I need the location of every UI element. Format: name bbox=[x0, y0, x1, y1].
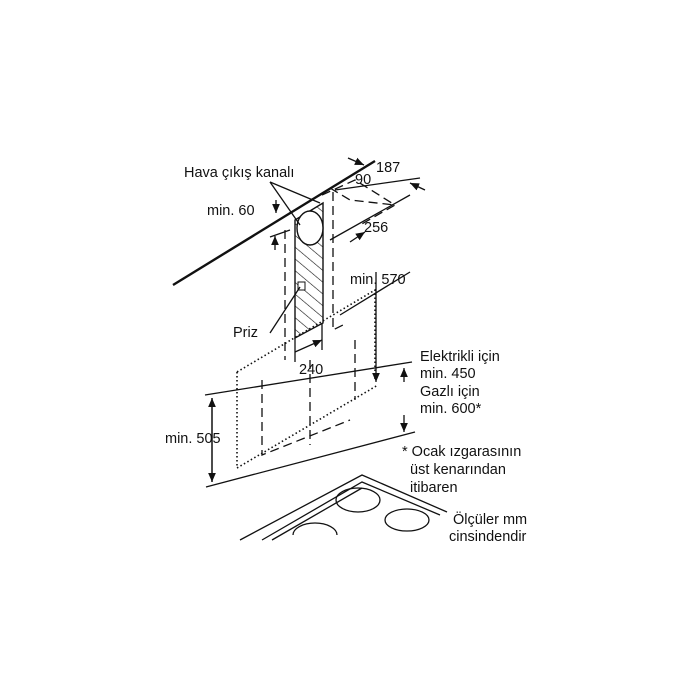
note-line-2: üst kenarından bbox=[410, 462, 506, 478]
label-min-450: min. 450 bbox=[420, 366, 476, 382]
ceiling-line bbox=[172, 159, 376, 287]
label-gas-for: Gazlı için bbox=[420, 384, 480, 400]
cooktop bbox=[239, 474, 448, 541]
label-dim-187: 187 bbox=[376, 160, 400, 176]
dimension-arrows bbox=[208, 157, 426, 482]
units-line-1: Ölçüler mm bbox=[453, 510, 527, 528]
units-line-2: cinsindendir bbox=[449, 529, 527, 545]
label-socket: Priz bbox=[233, 325, 258, 341]
label-dim-240: 240 bbox=[299, 362, 323, 378]
label-dim-90: 90 bbox=[355, 172, 371, 188]
duct-opening bbox=[296, 210, 324, 246]
label-min-60: min. 60 bbox=[207, 203, 255, 219]
label-min-600: min. 600* bbox=[420, 401, 482, 417]
note-line-1: * Ocak ızgarasının bbox=[402, 444, 521, 460]
label-min-570: min. 570 bbox=[350, 272, 406, 288]
socket-icon bbox=[297, 281, 306, 291]
note-line-3: itibaren bbox=[410, 480, 458, 496]
label-min-505: min. 505 bbox=[165, 431, 221, 447]
hood-outline bbox=[236, 288, 379, 470]
label-air-duct: Hava çıkış kanalı bbox=[184, 165, 294, 181]
label-electric-for: Elektrikli için bbox=[420, 349, 500, 365]
label-dim-256: 256 bbox=[364, 220, 388, 236]
